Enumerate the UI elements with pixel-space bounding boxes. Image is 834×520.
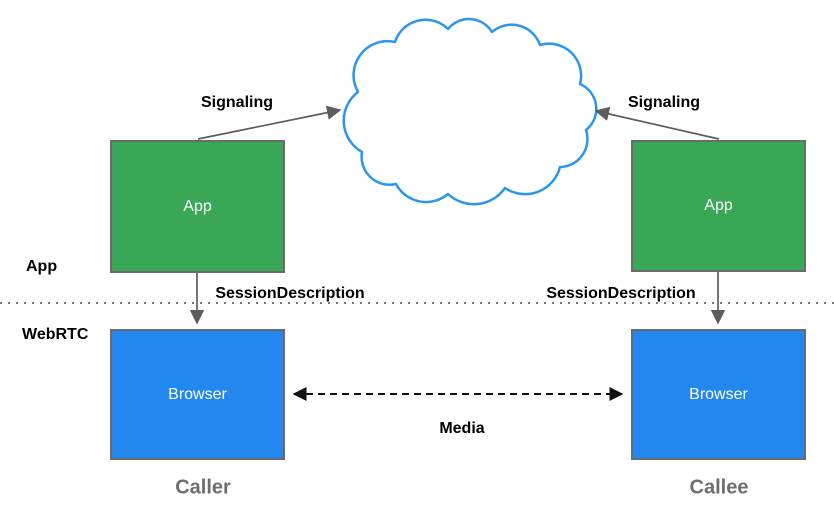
- signaling-label-right: Signaling: [628, 94, 700, 111]
- session-description-label-right: SessionDescription: [546, 285, 696, 302]
- network-cloud-icon: [342, 17, 598, 206]
- caller-browser-box-label: Browser: [168, 385, 227, 403]
- lane-label-app: App: [26, 258, 58, 275]
- caller-browser-box: Browser: [110, 329, 285, 460]
- callee-app-box-label: App: [704, 197, 733, 214]
- signaling-label-left: Signaling: [201, 94, 273, 111]
- media-label: Media: [439, 420, 485, 437]
- callee-browser-box: Browser: [631, 329, 806, 460]
- callee-app-box: App: [631, 140, 806, 272]
- caller-app-box-label: App: [183, 197, 212, 215]
- caller-app-box: App: [110, 140, 285, 273]
- caller-role-label: Caller: [175, 476, 231, 499]
- lane-label-webrtc: WebRTC: [22, 326, 89, 343]
- callee-role-label: Callee: [689, 476, 749, 499]
- signaling-arrow-right: [594, 106, 720, 140]
- callee-browser-box-label: Browser: [689, 385, 748, 403]
- signaling-arrow-left: [197, 105, 342, 140]
- session-description-label-left: SessionDescription: [215, 285, 365, 302]
